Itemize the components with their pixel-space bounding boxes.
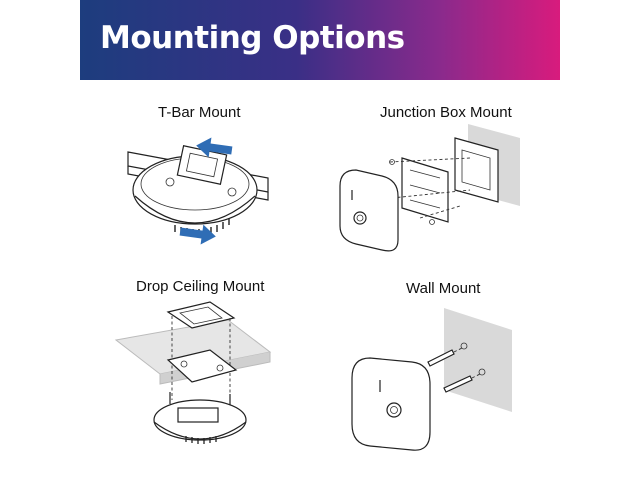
tbar-mount-label: T-Bar Mount (158, 104, 241, 121)
junction-box-mount-label: Junction Box Mount (380, 104, 512, 121)
drop-ceiling-mount-label: Drop Ceiling Mount (136, 278, 265, 295)
wall-mount-label: Wall Mount (406, 280, 481, 297)
header-banner: Mounting Options (80, 0, 560, 80)
page-title: Mounting Options (100, 20, 405, 56)
